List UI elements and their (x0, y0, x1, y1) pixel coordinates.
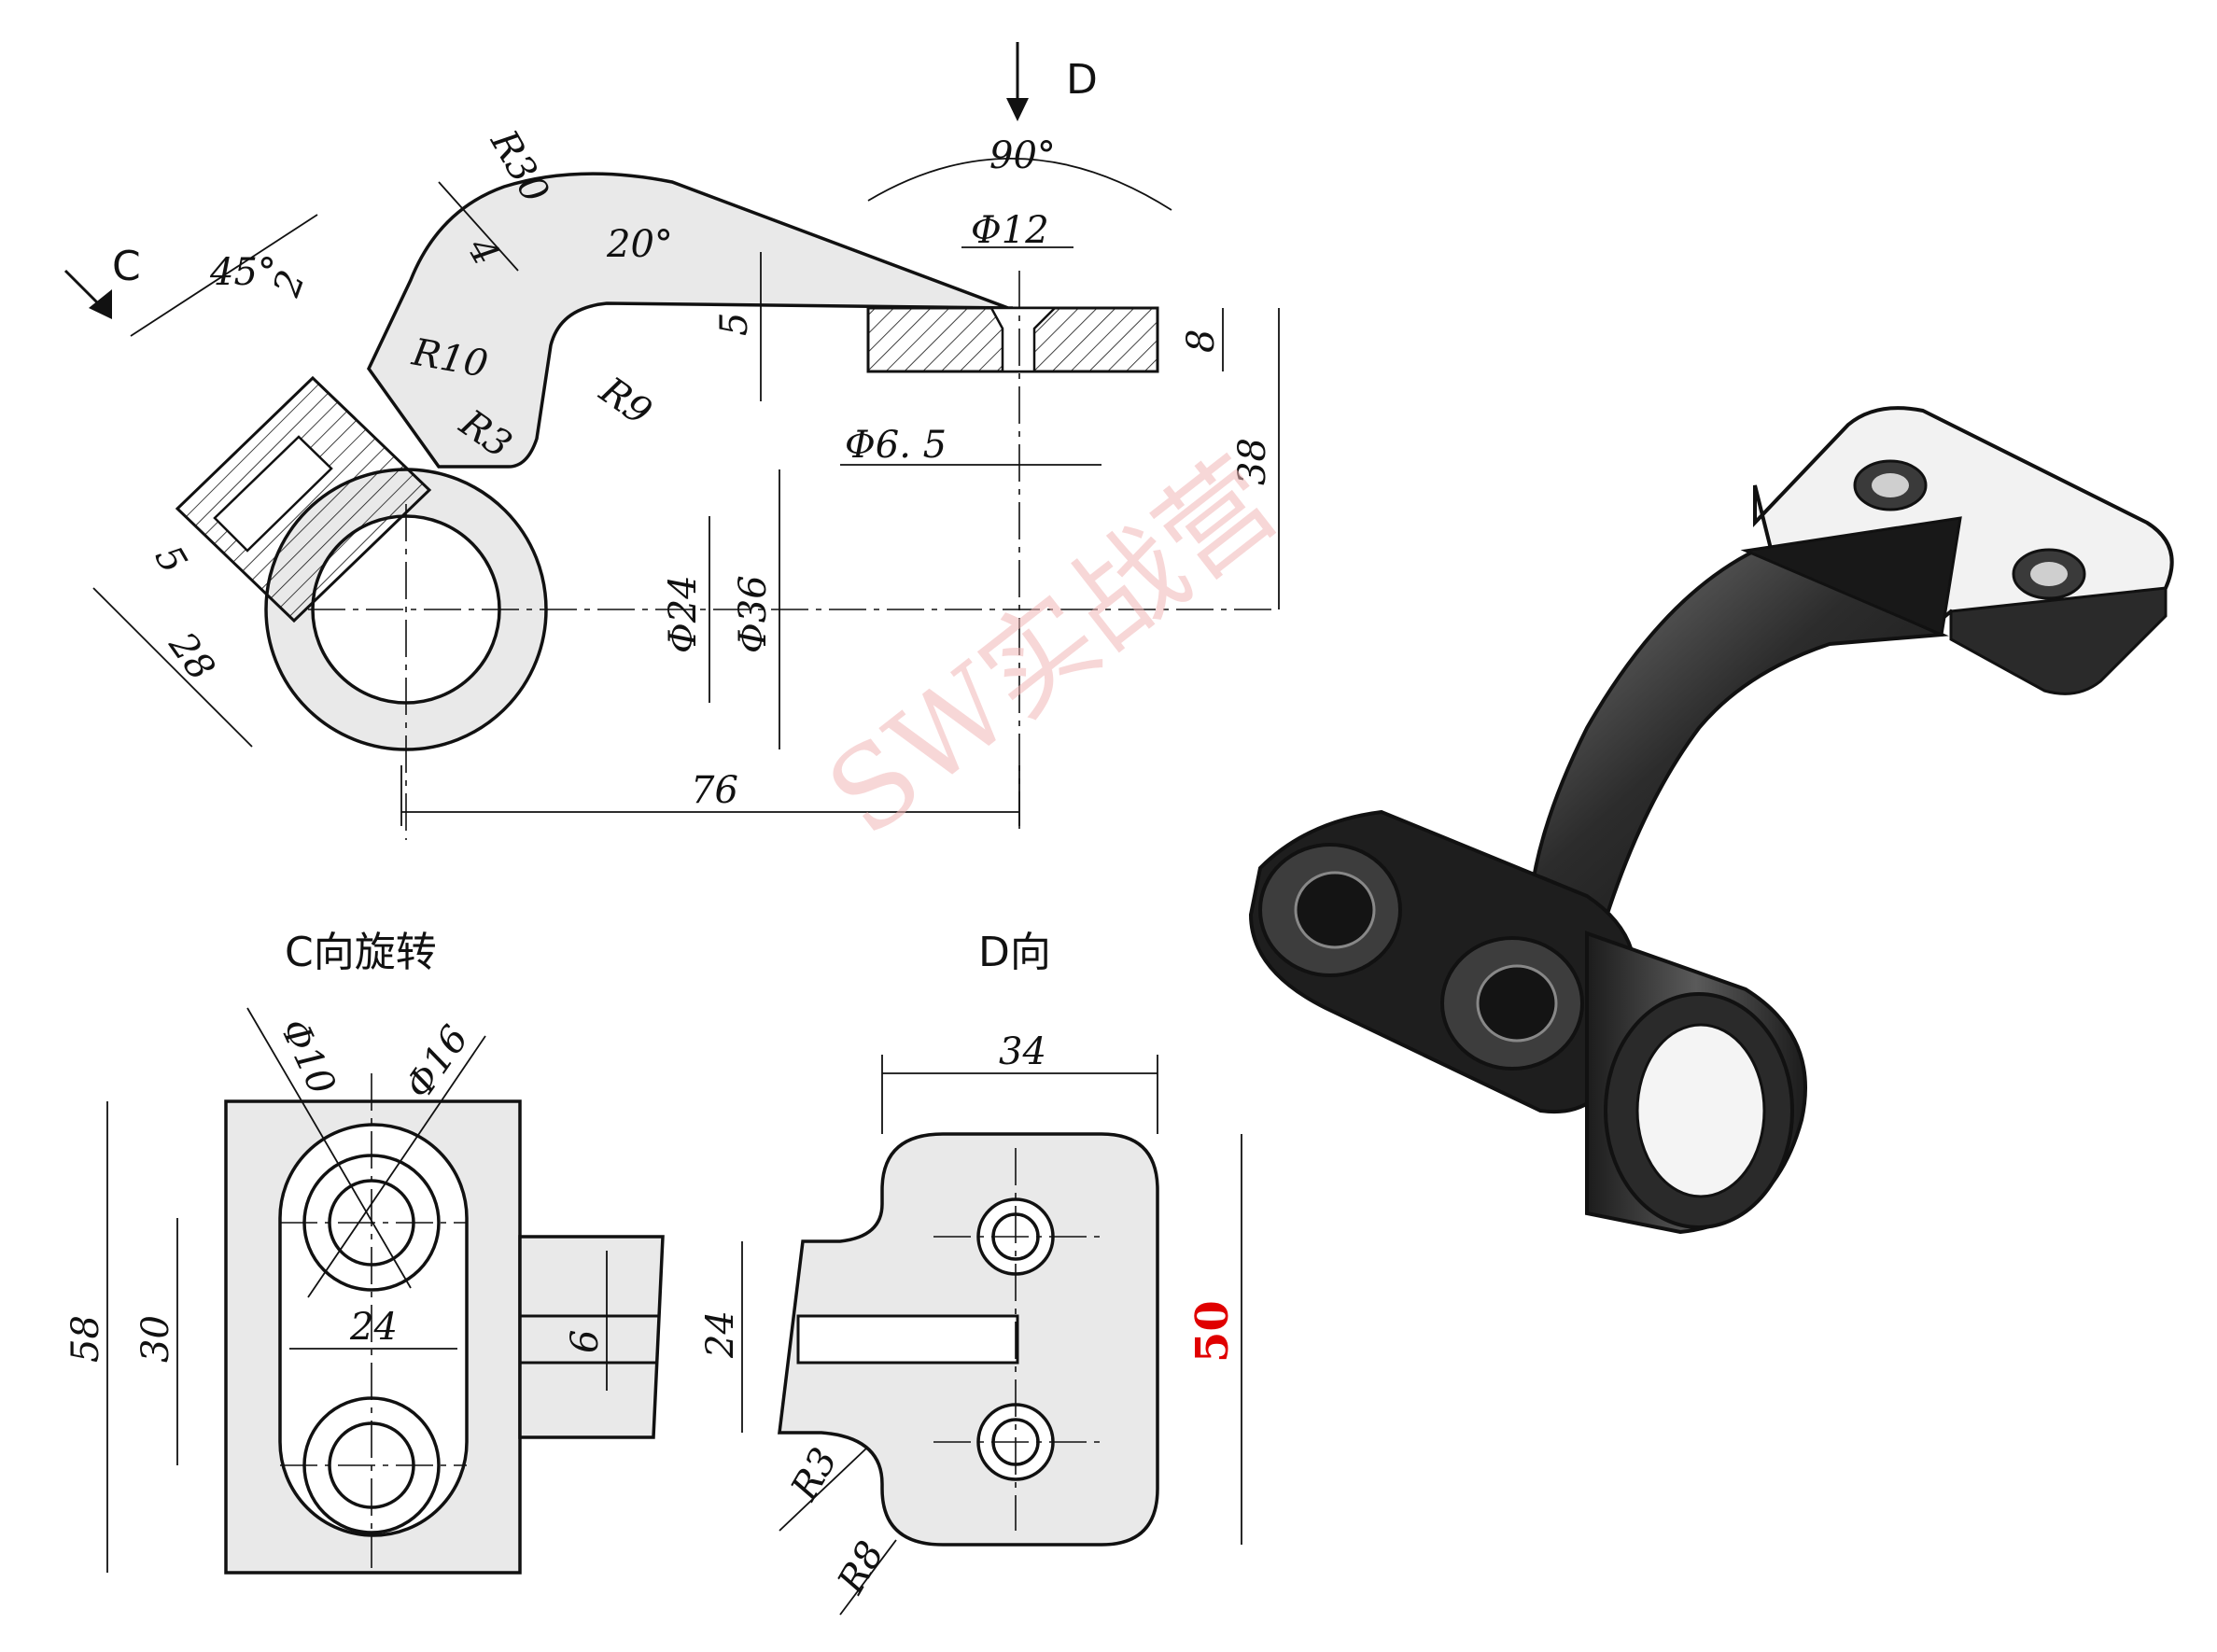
c-dim-d10: Φ10 (272, 1013, 344, 1101)
c-dim-58: 58 (64, 1315, 107, 1363)
clamp-section (175, 375, 432, 623)
c-dim-24: 24 (349, 1306, 398, 1349)
dim-28: 28 (160, 624, 222, 689)
c-leader-d10 (246, 1007, 412, 1289)
dim-90: 90° (989, 134, 1056, 177)
watermark: SW实战营 (805, 434, 1300, 861)
d-arm-slot (796, 1314, 1019, 1365)
render-bore-inner (1635, 1023, 1766, 1198)
arrow-c-head (89, 289, 112, 319)
c-dim-30: 30 (134, 1315, 177, 1363)
dim-d24: Φ24 (662, 575, 705, 653)
d-dim-r8: R8 (829, 1534, 892, 1602)
dim-d12: Φ12 (971, 209, 1049, 252)
dim-d36: Φ36 (732, 575, 775, 653)
d-dim-50: 50 (1186, 1300, 1239, 1363)
d-view: D向 34 24 50 R3 R8 (699, 929, 1242, 1616)
countersink-section (989, 306, 1059, 373)
arrow-c-label: C (112, 243, 141, 290)
d-leader-r8 (839, 1539, 897, 1616)
d-view-title: D向 (978, 929, 1051, 976)
arm-body (366, 172, 1014, 469)
c-dim-d16: Φ16 (398, 1018, 478, 1107)
dim-38: 38 (1231, 438, 1274, 485)
dim-5-left: 5 (146, 539, 195, 581)
dim-line-45 (130, 214, 318, 337)
dim-2: 2 (265, 265, 314, 303)
c-view-title: C向旋转 (285, 929, 437, 976)
part-3d-render (1248, 406, 2174, 1235)
c-leader-d16 (307, 1035, 486, 1298)
dim-45: 45° (209, 251, 276, 294)
arrow-d-head (1006, 98, 1029, 121)
c-dim-6: 6 (564, 1330, 607, 1353)
dim-r9: R9 (591, 369, 659, 434)
dim-arc-90 (867, 158, 1172, 211)
dim-8: 8 (1180, 329, 1223, 353)
d-dim-r3: R3 (782, 1441, 846, 1508)
d-dim-24: 24 (699, 1310, 742, 1359)
dim-line-28 (92, 587, 253, 748)
dim-76: 76 (691, 769, 738, 812)
render-plate-edge (1949, 586, 2168, 695)
d-leader-r3 (779, 1446, 869, 1532)
dim-line-4 (438, 181, 519, 272)
arrow-d-label: D (1066, 56, 1098, 104)
c-view: C向旋转 Φ10 Φ16 58 30 24 6 (64, 929, 665, 1575)
front-view: D C R30 90° 20° 45° Φ12 4 2 5 8 R10 R9 R… (63, 42, 1280, 840)
d-dim-34: 34 (999, 1030, 1046, 1073)
dim-5-top: 5 (713, 313, 756, 336)
dim-20: 20° (606, 223, 673, 266)
clamp-hole-section (213, 435, 333, 553)
c-arm-stub (518, 1235, 665, 1439)
dim-d65: Φ6. 5 (845, 424, 947, 467)
